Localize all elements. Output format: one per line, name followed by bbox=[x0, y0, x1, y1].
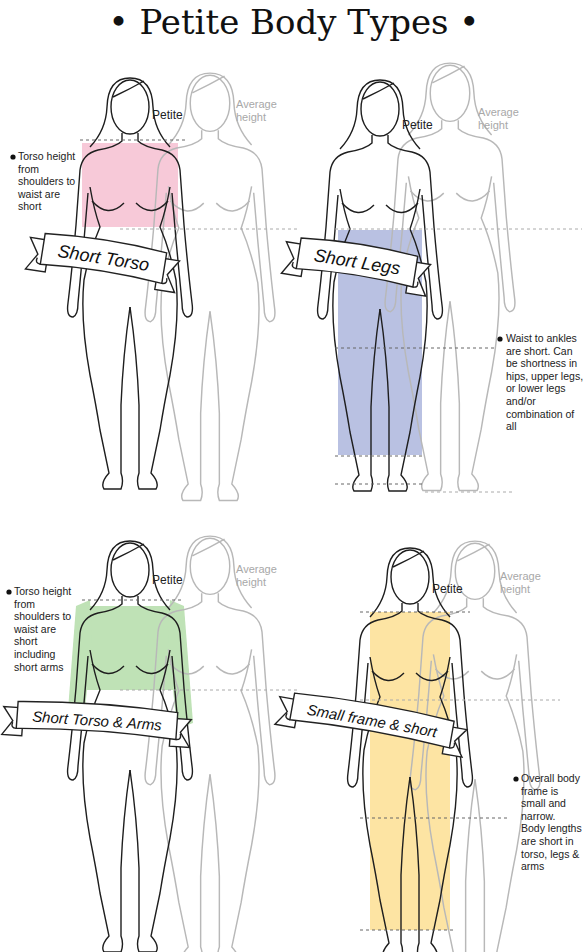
average-figure bbox=[145, 63, 540, 952]
petite-label: Petite bbox=[432, 582, 463, 596]
ribbon-label: Short Torso bbox=[32, 230, 175, 286]
average-height-label: Average height bbox=[500, 570, 546, 596]
ribbon-label: Small frame & short bbox=[282, 689, 463, 750]
ribbon-banner: Short Legs bbox=[288, 234, 426, 290]
ribbon-banner: Small frame & short bbox=[282, 689, 463, 750]
ribbon-label: Short Torso & Arms bbox=[8, 698, 186, 741]
average-height-label: Average height bbox=[478, 106, 524, 132]
average-height-label: Average height bbox=[236, 563, 282, 589]
bullet-dot bbox=[6, 154, 518, 781]
petite-label: Petite bbox=[152, 573, 183, 587]
ribbon-label: Short Legs bbox=[288, 234, 426, 290]
note-text: Overall body frame is small and narrow. … bbox=[521, 772, 582, 873]
petite-label: Petite bbox=[402, 118, 433, 132]
ribbon-banner: Short Torso bbox=[32, 230, 175, 286]
note-text: Torso height from shoulders to waist are… bbox=[18, 150, 78, 213]
petite-label: Petite bbox=[152, 108, 183, 122]
note-text: Torso height from shoulders to waist are… bbox=[14, 585, 72, 673]
petite-figure bbox=[68, 78, 473, 952]
frame-band bbox=[370, 612, 450, 930]
note-text: Waist to ankles are short. Can be shortn… bbox=[506, 332, 584, 433]
page-title: • Petite Body Types • bbox=[0, 2, 588, 42]
average-height-label: Average height bbox=[236, 98, 282, 124]
ribbon-banner: Short Torso & Arms bbox=[8, 698, 186, 741]
